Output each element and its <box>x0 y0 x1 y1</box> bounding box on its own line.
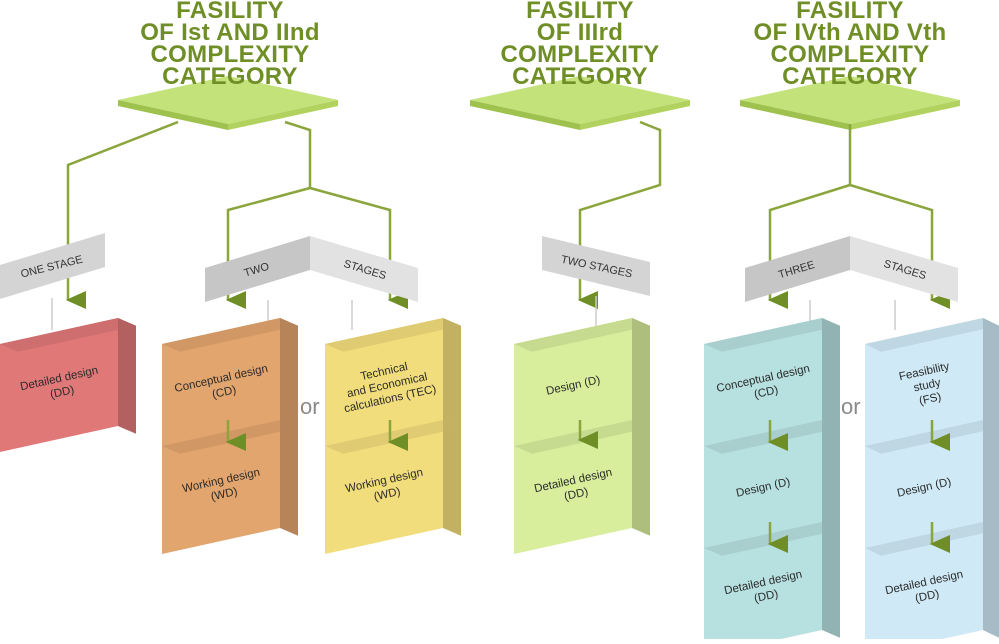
box-front <box>865 318 983 452</box>
box-side <box>983 420 999 536</box>
plate-side <box>118 100 228 130</box>
box-side <box>822 420 840 536</box>
box-top <box>865 318 999 352</box>
box-label: (DD) <box>914 588 940 605</box>
title-line: FASILITY <box>176 0 284 24</box>
plate-side <box>740 100 850 130</box>
box-front <box>325 420 443 554</box>
box-side <box>280 420 298 536</box>
banner-shape <box>0 233 105 299</box>
box-label: (CD) <box>211 384 237 401</box>
box-dd-one-stage: Detailed design(DD) <box>0 318 136 452</box>
box-side <box>632 420 650 536</box>
connector-line <box>284 120 312 188</box>
box-side <box>280 318 298 434</box>
box-front <box>865 420 983 554</box>
title-line: CATEGORY <box>512 63 648 90</box>
plate-side <box>580 100 690 130</box>
banner-shape <box>542 236 650 296</box>
box-cd-two: Conceptual design(CD) <box>162 318 298 452</box>
box-side <box>632 318 650 434</box>
title-line: OF IIIrd <box>536 19 624 46</box>
box-front <box>162 318 280 452</box>
connector-line <box>65 120 179 309</box>
connector-line <box>577 120 662 309</box>
title-plate-3 <box>740 76 960 130</box>
title-line: COMPLEXITY <box>770 41 930 68</box>
box-side <box>983 318 999 434</box>
banner-right <box>850 236 958 302</box>
box-cd-three: Conceptual design(CD) <box>704 318 840 452</box>
title-line: COMPLEXITY <box>500 41 660 68</box>
box-top <box>325 318 461 352</box>
box-front <box>514 420 632 554</box>
box-side <box>443 318 461 434</box>
banner-one-stage: ONE STAGE <box>0 233 105 299</box>
box-d-three-a: Design (D) <box>704 420 840 554</box>
plate-side <box>470 100 580 130</box>
or-label-left: or <box>300 394 320 419</box>
box-side <box>983 522 999 638</box>
box-side <box>118 318 136 434</box>
title-line: OF IVth AND Vth <box>753 19 947 46</box>
box-dd-mid: Detailed design(DD) <box>514 420 650 554</box>
box-dd-three-b: Detailed design(DD) <box>865 522 999 644</box>
box-front <box>325 318 443 452</box>
box-top <box>0 318 136 352</box>
title-category-1: FASILITY OF Ist AND IInd COMPLEXITY CATE… <box>120 0 340 90</box>
box-label: (DD) <box>753 588 779 605</box>
box-label: (CD) <box>753 384 779 401</box>
box-wd-two-a: Working design(WD) <box>162 420 298 554</box>
box-top <box>514 318 650 352</box>
title-category-3: FASILITY OF IVth AND Vth COMPLEXITY CATE… <box>740 0 960 90</box>
banner-right <box>310 236 418 302</box>
box-front <box>162 420 280 554</box>
box-label: (DD) <box>563 486 589 503</box>
title-category-2: FASILITY OF IIIrd COMPLEXITY CATEGORY <box>470 0 690 90</box>
box-label: (WD) <box>210 486 239 504</box>
box-side <box>822 318 840 434</box>
box-label: (WD) <box>373 486 402 504</box>
title-plate-2 <box>470 76 690 130</box>
title-line: CATEGORY <box>782 63 918 90</box>
box-label: (FS) <box>918 391 943 408</box>
title-line: CATEGORY <box>162 63 298 90</box>
box-side <box>443 420 461 536</box>
box-side <box>822 522 840 638</box>
banner-left <box>745 236 850 302</box>
plate-side <box>850 100 960 130</box>
title-line: FASILITY <box>526 0 634 24</box>
box-top <box>704 318 840 352</box>
banner-left <box>205 236 310 302</box>
box-label: (DD) <box>49 384 75 401</box>
box-label: study <box>913 377 943 395</box>
title-line: OF Ist AND IInd <box>140 19 320 46</box>
plate-side <box>228 100 338 130</box>
or-label-right: or <box>841 394 861 419</box>
title-line: COMPLEXITY <box>150 41 310 68</box>
title-plate-1 <box>118 76 338 130</box>
box-front <box>704 318 822 452</box>
box-front <box>704 420 822 554</box>
banner-two-stages-mid: TWO STAGES <box>542 236 650 296</box>
box-front <box>0 318 118 452</box>
title-line: FASILITY <box>796 0 904 24</box>
box-d-mid: Design (D) <box>514 318 650 452</box>
box-front <box>514 318 632 452</box>
box-top <box>162 318 298 352</box>
